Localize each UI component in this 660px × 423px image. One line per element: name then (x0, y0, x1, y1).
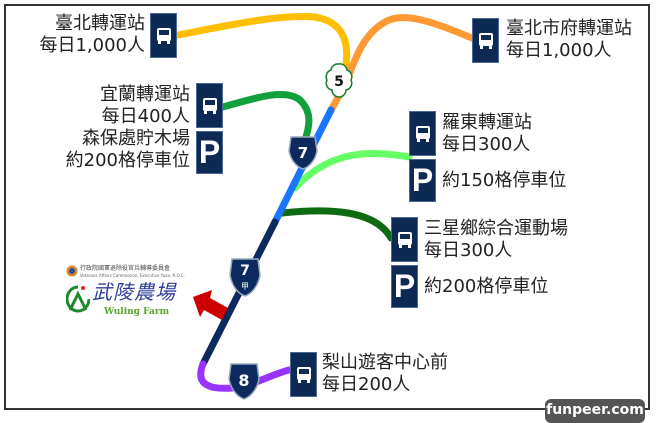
route-line-sanxing (278, 207, 395, 242)
parking-sanxing: 約200格停車位 (424, 276, 549, 297)
route-7-shield: 7 (288, 136, 318, 170)
station-luodong: 羅東轉運站每日300人 (442, 112, 532, 155)
parking-icon: P (391, 265, 418, 308)
svg-text:8: 8 (238, 371, 249, 390)
svg-text:7: 7 (298, 144, 308, 162)
station-sanxing: 三星鄉綜合運動場每日300人 (424, 218, 568, 261)
bus-icon (150, 13, 177, 58)
route-line-taipei (174, 13, 351, 74)
mountain-logo-icon (66, 285, 90, 313)
station-taipei-city-hall: 臺北市府轉運站每日1,000人 (506, 18, 632, 61)
bus-icon (472, 18, 499, 63)
map-frame (4, 4, 650, 410)
parking-luodong: 約150格停車位 (442, 170, 567, 191)
route-8-shield: 8 (228, 363, 260, 400)
bus-icon (290, 352, 317, 397)
bus-icon (196, 83, 223, 128)
station-yilan: 宜蘭轉運站每日400人森保處貯木場約200格停車位 (65, 84, 190, 171)
route-line-yilan (219, 91, 313, 144)
parking-icon: P (196, 131, 223, 174)
svg-text:甲: 甲 (241, 282, 249, 291)
svg-text:7: 7 (240, 263, 250, 279)
vac-emblem-icon (66, 265, 78, 277)
route-line-luodong (291, 149, 413, 192)
route-5-shield: 5 (325, 63, 353, 98)
route-line-city-hall (326, 14, 476, 116)
watermark: funpeer.com (545, 399, 645, 423)
arrow-to-wuling-farm (193, 290, 228, 320)
station-taipei: 臺北轉運站每日1,000人 (39, 13, 145, 56)
bus-icon (391, 217, 418, 262)
route-7a-shield: 7 甲 (229, 258, 261, 297)
bus-icon (409, 111, 436, 156)
wuling-farm-logo: 行政院國軍退除役官兵輔導委員會 Veterans Affairs Commiss… (64, 264, 194, 324)
station-lishan: 梨山遊客中心前每日200人 (322, 352, 448, 395)
parking-icon: P (409, 159, 436, 202)
svg-text:5: 5 (334, 74, 344, 90)
